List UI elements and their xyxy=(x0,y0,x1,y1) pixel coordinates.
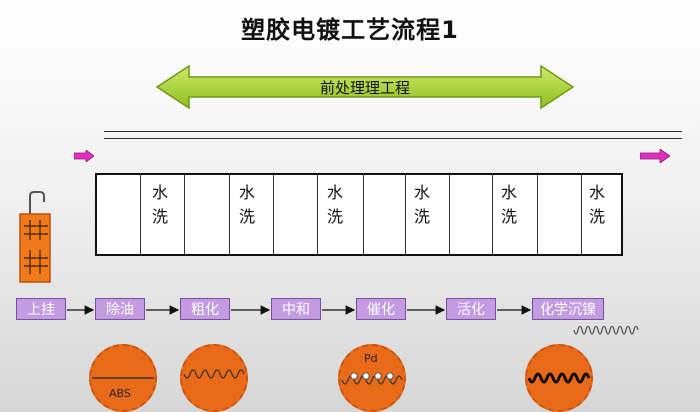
tank-divider xyxy=(581,175,582,254)
nickel-layer-wave xyxy=(573,326,639,335)
tank-divider xyxy=(229,175,230,254)
tank-divider xyxy=(449,175,450,254)
rail-line-bottom xyxy=(104,138,682,139)
step-etching: 粗化 xyxy=(180,298,230,320)
page-title: 塑胶电镀工艺流程1 xyxy=(241,16,459,44)
substrate-etched-disc xyxy=(180,344,248,412)
tank-divider xyxy=(405,175,406,254)
plating-rack-icon xyxy=(19,191,51,283)
tank-divider xyxy=(492,175,493,254)
tank-row: 水洗 水洗 水洗 水洗 水洗 水洗 xyxy=(95,173,623,256)
step-activating: 活化 xyxy=(446,298,496,320)
step-degreasing: 除油 xyxy=(95,298,145,320)
etched-surface-wave xyxy=(183,369,245,379)
pretreatment-label: 前处理理工程 xyxy=(319,79,410,97)
wash-tank-label: 水洗 xyxy=(238,183,255,226)
tank-divider xyxy=(363,175,364,254)
wash-tank-label: 水洗 xyxy=(151,183,168,226)
flow-arrow-left xyxy=(74,150,94,162)
step-neutralizing: 中和 xyxy=(271,298,321,320)
pd-label: Pd xyxy=(364,352,378,365)
wash-tank-label: 水洗 xyxy=(588,183,605,226)
wash-tank-label: 水洗 xyxy=(326,183,343,226)
rail-line-top xyxy=(104,131,682,132)
wash-tank-label: 水洗 xyxy=(500,183,517,226)
wash-tank-label: 水洗 xyxy=(413,183,430,226)
nickel-plated-surface xyxy=(527,372,591,384)
step-hanging: 上挂 xyxy=(16,298,66,320)
tank-divider xyxy=(184,175,185,254)
tank-divider xyxy=(273,175,274,254)
step-connectors xyxy=(67,305,532,315)
pretreatment-arrow xyxy=(155,64,575,110)
step-electroless-nickel: 化学沉镍 xyxy=(532,298,604,320)
pd-particles xyxy=(341,372,403,385)
abs-surface-line xyxy=(92,377,154,379)
step-catalyzing: 催化 xyxy=(356,298,406,320)
tank-divider xyxy=(317,175,318,254)
abs-label: ABS xyxy=(109,387,131,400)
tank-divider xyxy=(537,175,538,254)
flow-arrow-right xyxy=(640,149,670,163)
tank-divider xyxy=(140,175,141,254)
